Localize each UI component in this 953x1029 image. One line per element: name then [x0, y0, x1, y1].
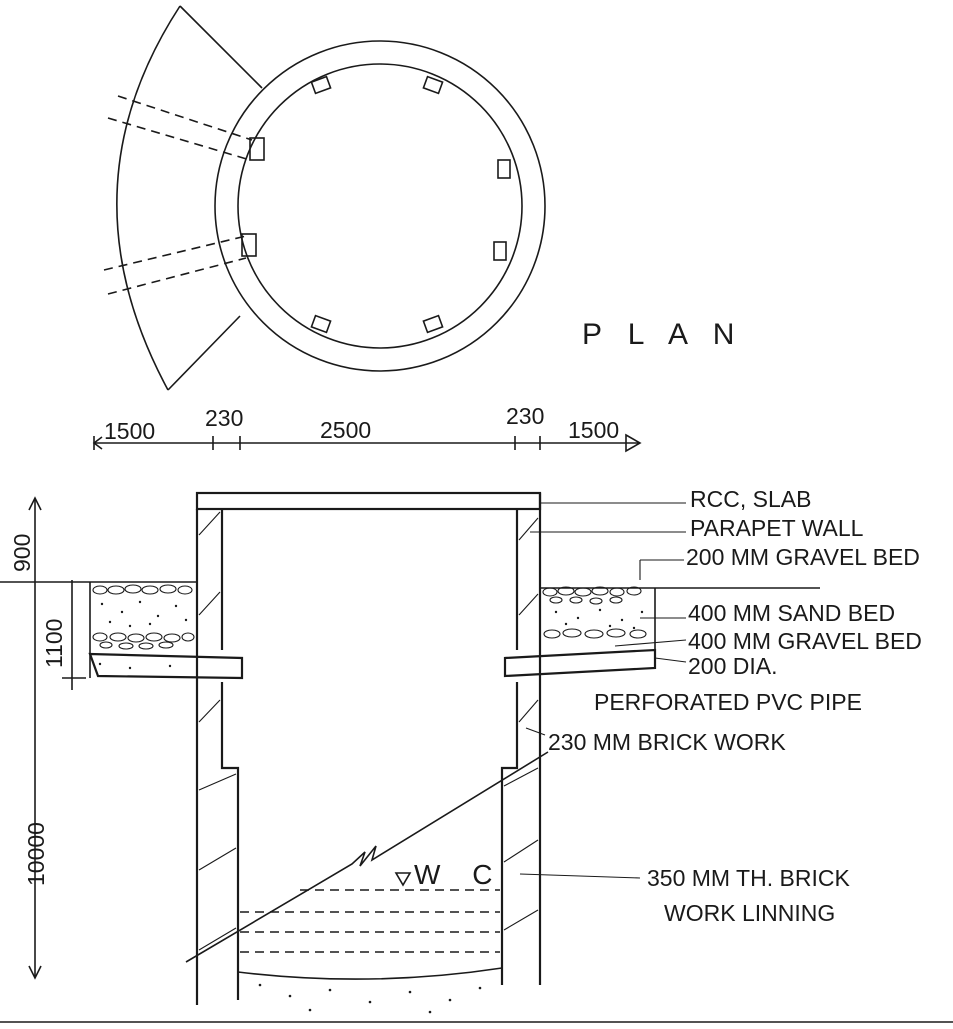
left-wall: [195, 509, 240, 1005]
plan-title: P L A N: [582, 318, 743, 351]
label-lining-line2: WORK LINNING: [664, 900, 835, 926]
dim-arrow-right: [625, 433, 642, 453]
water-body: W C: [237, 859, 504, 1014]
rcc-slab: [195, 491, 542, 511]
plan-outlet-blocks: [241, 75, 511, 334]
dim-right-230: 230: [506, 403, 544, 429]
plan-pipe-lower: [103, 235, 247, 295]
left-sand-dots: [98, 600, 188, 670]
dim-vertical-900: 900: [9, 534, 35, 572]
section-view: W C: [0, 491, 953, 1023]
plan-view: P L A N: [103, 5, 743, 391]
left-filter-bed: [88, 581, 244, 680]
vertical-dimensions: 900 1100 10000: [0, 496, 90, 980]
wall-hatching: [198, 511, 539, 951]
plan-pipe-upper: [107, 95, 253, 161]
label-lining-line1: 350 MM TH. BRICK: [647, 865, 850, 891]
horizontal-dimensions: 1500 230 2500 230 1500: [92, 403, 642, 453]
water-level-triangle: [394, 872, 412, 887]
label-rcc-slab: RCC, SLAB: [690, 486, 811, 512]
annotation-labels: RCC, SLAB PARAPET WALL 200 MM GRAVEL BED…: [548, 486, 922, 926]
leader-lines: [519, 502, 687, 879]
right-perforated-pipe: [503, 648, 657, 678]
plan-filter-sector: [116, 5, 263, 391]
label-gravel-400: 400 MM GRAVEL BED: [688, 628, 922, 654]
dim-arrow-left: [92, 436, 103, 450]
label-sand-400: 400 MM SAND BED: [688, 600, 895, 626]
label-pipe-line2: PERFORATED PVC PIPE: [594, 689, 862, 715]
dim-right-1500: 1500: [568, 417, 619, 443]
break-line: [185, 751, 549, 963]
left-perforated-pipe: [88, 652, 244, 680]
label-parapet-wall: PARAPET WALL: [690, 515, 864, 541]
label-gravel-200: 200 MM GRAVEL BED: [686, 544, 920, 570]
right-sand-dots: [554, 608, 644, 630]
dim-arrow-bottom: [28, 965, 42, 980]
dim-left-230: 230: [205, 405, 243, 431]
water-level-label: W C: [414, 859, 504, 890]
dim-vertical-10000: 10000: [23, 822, 49, 886]
dim-arrow-top: [28, 496, 42, 511]
right-filter-bed: [503, 586, 820, 678]
plan-outer-ring: [214, 40, 546, 372]
label-pipe-line1: 200 DIA.: [688, 653, 778, 679]
plan-inner-ring: [237, 63, 523, 349]
right-wall: [500, 493, 542, 985]
label-brick-230: 230 MM BRICK WORK: [548, 729, 786, 755]
dim-center-2500: 2500: [320, 417, 371, 443]
bottom-soil-dots: [258, 983, 482, 1014]
dim-vertical-1100: 1100: [41, 619, 67, 668]
dim-left-1500: 1500: [104, 418, 155, 444]
